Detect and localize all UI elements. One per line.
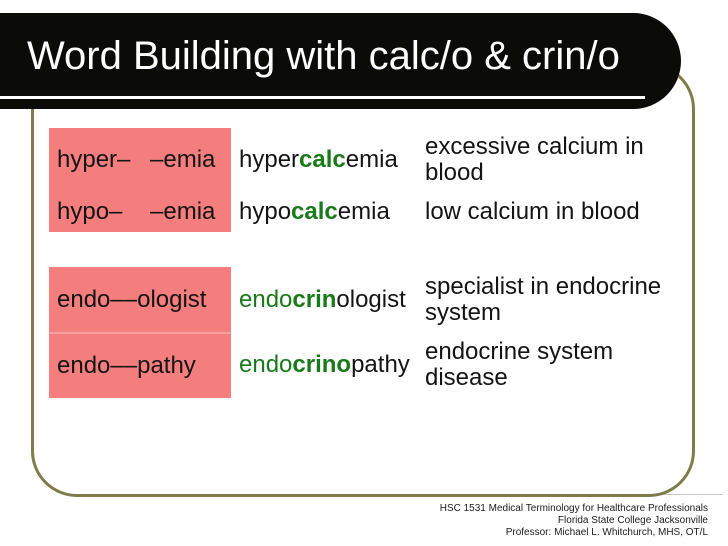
prefix-text: hypo– [57, 198, 123, 225]
term-suffix: pathy [351, 351, 410, 378]
footer-professor-line: Professor: Michael L. Whitchurch, MHS, O… [505, 527, 708, 538]
prefix-text: endo– [57, 352, 124, 379]
term-suffix: emia [345, 146, 398, 173]
definition-cell: specialist in endocrine system [425, 272, 662, 326]
formula-cell: hyper– –emia [49, 128, 231, 192]
footer-college-line: Florida State College Jacksonville [557, 515, 708, 526]
definition-cell: excessive calcium in blood [425, 133, 644, 186]
term-suffix: ologist [336, 285, 406, 313]
footer: HSC 1531 Medical Terminology for Healthc… [440, 503, 708, 539]
suffix-text: –ologist [123, 285, 207, 313]
definition-cell: endocrine system disease [425, 338, 614, 391]
footer-divider [652, 494, 723, 495]
suffix-text: –emia [150, 198, 216, 225]
term-root: crin [292, 285, 337, 313]
term-root: crino [292, 351, 352, 378]
term-prefix: endo [239, 285, 293, 313]
formula-cell: endo––ologist [49, 267, 231, 332]
term-prefix: endo [239, 351, 293, 378]
title-underline [0, 96, 645, 99]
footer-course-line: HSC 1531 Medical Terminology for Healthc… [439, 503, 708, 514]
formula-cell: endo––pathy [49, 332, 231, 398]
suffix-text: –pathy [123, 352, 196, 379]
term-prefix: hyper [239, 146, 300, 173]
suffix-text: –emia [150, 146, 216, 173]
slide-title: Word Building with calc/o & crin/o [27, 33, 620, 78]
prefix-text: endo– [57, 285, 124, 313]
title-bar: Word Building with calc/o & crin/o [0, 13, 681, 109]
term-suffix: emia [337, 198, 390, 225]
term-prefix: hypo [239, 198, 292, 225]
term-root: calc [291, 198, 338, 225]
formula-cell: hypo– –emia [49, 192, 231, 232]
prefix-text: hyper– [57, 146, 131, 173]
definition-cell: low calcium in blood [425, 198, 640, 225]
term-root: calc [299, 146, 346, 173]
